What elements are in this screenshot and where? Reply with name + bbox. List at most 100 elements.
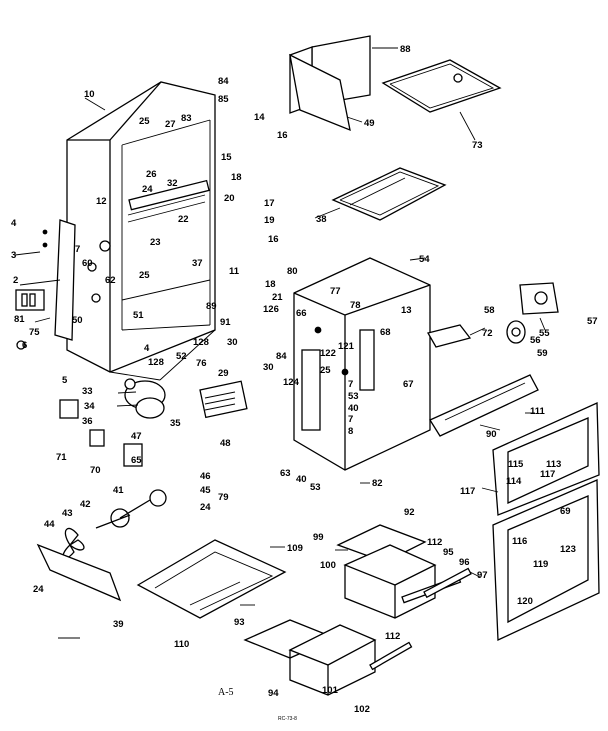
callout-5: 5 [62,375,68,386]
callout-29: 29 [218,368,229,379]
callout-56: 56 [530,335,541,346]
callout-88: 88 [400,44,411,55]
callout-53-b: 53 [310,482,321,493]
callout-119: 119 [533,559,548,570]
callout-16-a: 16 [277,130,288,141]
footer-code: RC-73-8 [278,716,297,722]
callout-65: 65 [131,455,142,466]
callout-60: 60 [82,258,93,269]
callout-39: 39 [113,619,124,630]
callout-14: 14 [254,112,265,123]
callout-112-b: 112 [385,631,400,642]
callout-95: 95 [443,547,454,558]
callout-72: 72 [482,328,493,339]
callout-53-a: 53 [348,391,359,402]
callout-24-a: 24 [142,184,153,195]
callout-126: 126 [263,304,279,315]
callout-34: 34 [84,401,95,412]
callout-23: 23 [150,237,161,248]
callout-94: 94 [268,688,279,699]
drip-tray-109 [136,539,287,619]
callout-40-b: 40 [296,474,307,485]
callout-81: 81 [14,314,25,325]
callout-55: 55 [539,328,550,339]
callout-48: 48 [220,438,231,449]
callout-46: 46 [200,471,211,482]
callout-10: 10 [84,89,95,100]
callout-59: 59 [537,348,548,359]
callout-45: 45 [200,485,211,496]
callout-110: 110 [174,639,189,650]
crisper-92-95 [336,524,472,619]
liner [293,257,431,471]
callout-92: 92 [404,507,415,518]
callout-2: 2 [13,275,18,286]
callout-120: 120 [517,596,533,607]
callout-6: 6 [22,340,27,351]
callout-78: 78 [350,300,361,311]
callout-77: 77 [330,286,341,297]
callout-3: 3 [11,250,16,261]
callout-93: 93 [234,617,245,628]
left-parts [15,219,143,467]
callout-49: 49 [364,118,375,129]
callout-123: 123 [560,544,576,555]
cabinet [66,81,216,381]
callout-24-c: 24 [33,584,44,595]
callout-57: 57 [587,316,598,327]
callout-25-c: 25 [320,365,331,376]
callout-69: 69 [560,506,571,517]
callout-84-b: 84 [276,351,287,362]
callout-40-a: 40 [348,403,359,414]
callout-75: 75 [29,327,40,338]
callout-76: 76 [196,358,207,369]
callout-22: 22 [178,214,189,225]
callout-44: 44 [44,519,55,530]
callout-89: 89 [206,301,217,312]
callout-47: 47 [131,431,142,442]
callout-16-b: 16 [268,234,279,245]
callout-20: 20 [224,193,235,204]
door-gaskets [492,402,600,641]
callout-32: 32 [167,178,178,189]
callout-82: 82 [372,478,383,489]
callout-43: 43 [62,508,73,519]
callout-labels: 10 88 84 85 49 73 25 27 83 14 16 15 26 3… [11,44,598,715]
callout-112-a: 112 [427,537,442,548]
callout-73: 73 [472,140,483,151]
callout-25-top: 25 [139,116,150,127]
callout-124: 124 [283,377,300,388]
callout-51: 51 [133,310,144,321]
callout-27: 27 [165,119,176,130]
callout-128-b: 128 [148,357,164,368]
callout-7-b: 7 [348,379,353,390]
shelf-73 [381,59,502,113]
callout-79: 79 [218,492,229,503]
callout-7-a: 7 [75,244,80,255]
callout-21: 21 [272,292,283,303]
callout-96: 96 [459,557,470,568]
callout-99: 99 [313,532,324,543]
callout-100: 100 [320,560,336,571]
callout-42: 42 [80,499,91,510]
callout-122: 122 [320,348,336,359]
evaporator-fan [36,489,167,602]
callout-37: 37 [192,258,203,269]
right-parts [427,282,559,437]
callout-41: 41 [113,485,124,496]
callout-90: 90 [486,429,497,440]
callout-26: 26 [146,169,157,180]
callout-25-b: 25 [139,270,150,281]
caption: A-5 [218,687,234,698]
shelf-38 [331,167,447,221]
callout-33: 33 [82,386,93,397]
callout-121: 121 [338,341,355,352]
callout-4: 4 [11,218,17,229]
callout-113: 113 [546,459,561,470]
callout-7-c: 7 [348,414,353,425]
crisper-93-101 [243,619,413,696]
callout-91: 91 [220,317,231,328]
callout-13: 13 [401,305,412,316]
callout-19: 19 [264,215,275,226]
